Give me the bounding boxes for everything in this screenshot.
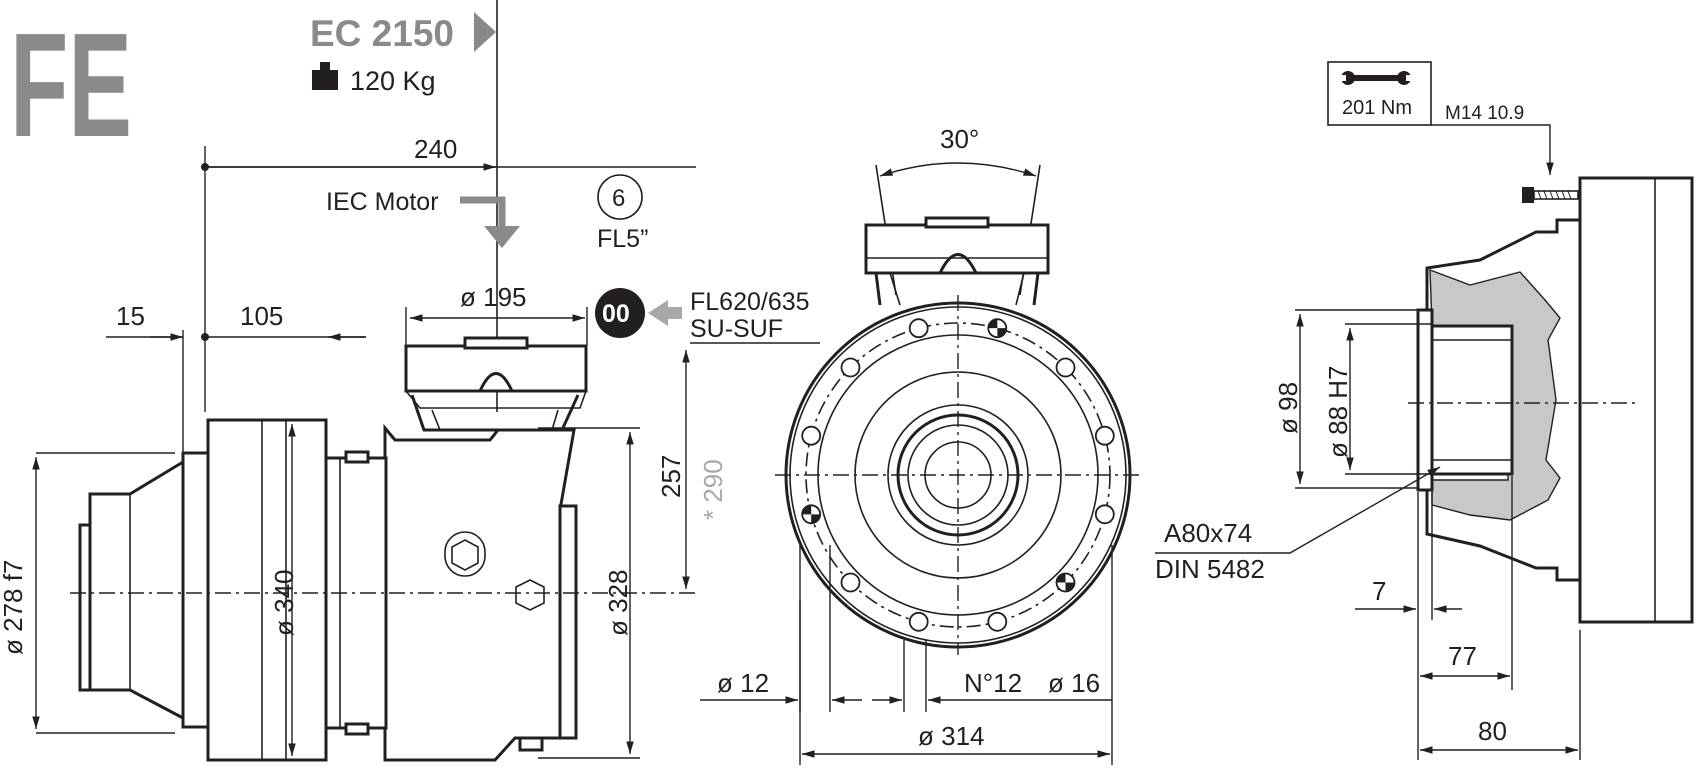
bolt-holes — [801, 318, 1115, 632]
locating-hole-mark — [802, 505, 821, 524]
dim-7: 7 — [1372, 576, 1386, 606]
weight-label: 120 Kg — [350, 66, 436, 96]
bolt-hole — [1094, 504, 1115, 525]
bolt-hole — [908, 611, 929, 632]
side-view: 240 IEC Motor 6 FL5” 15 105 ø 195 00 FL6… — [0, 0, 820, 762]
dim-dia-278: ø 278 f7 — [0, 560, 28, 655]
section-view: 201 Nm M14 10.9 ø 98 ø 88 H7 A80x74 — [1155, 61, 1694, 760]
spline-line1: A80x74 — [1164, 518, 1252, 548]
dim-dia-328: ø 328 — [603, 570, 633, 637]
locating-hole-mark — [1056, 573, 1075, 592]
bolt-spec: M14 10.9 — [1445, 103, 1524, 124]
bolt-hole — [840, 357, 861, 378]
flange-ref-arrow — [648, 300, 682, 326]
bolt-hole — [840, 572, 861, 593]
front-view: 30° ø 12 N°12 ø 16 — [700, 124, 1140, 765]
torque-label: 201 Nm — [1342, 97, 1412, 119]
model-title: EC 2150 — [310, 13, 454, 54]
flange-option-number: 6 — [612, 185, 625, 212]
series-code: FE — [10, 3, 132, 168]
flange-ref-line1: FL620/635 — [690, 288, 810, 316]
dim-80: 80 — [1478, 716, 1507, 746]
spline-line2: DIN 5482 — [1155, 554, 1265, 584]
weight-icon — [312, 62, 338, 90]
flange-badge-circle — [595, 288, 645, 338]
flange-ref-line2: SU-SUF — [690, 315, 783, 343]
hole-count: N°12 — [964, 668, 1022, 698]
model-marker-triangle — [474, 12, 496, 52]
dim-dia-340: ø 340 — [269, 570, 299, 637]
dim-dia-314: ø 314 — [918, 721, 985, 751]
input-label: IEC Motor — [326, 188, 439, 216]
bolt-hole — [987, 611, 1008, 632]
flange-badge: 00 — [602, 300, 630, 328]
dim-15: 15 — [116, 301, 145, 331]
torque-box — [1327, 61, 1432, 126]
bolt-hole — [1055, 357, 1076, 378]
wrench-icon — [1340, 71, 1412, 85]
bolt-hole — [908, 318, 929, 339]
locating-hole-mark — [988, 319, 1007, 338]
dim-290: * 290 — [698, 459, 728, 520]
flange-option-label: FL5” — [597, 225, 648, 253]
dim-240: 240 — [414, 134, 457, 164]
bolt-icon — [1522, 187, 1579, 203]
dim-257: 257 — [656, 455, 686, 498]
bolt-hole — [801, 425, 822, 446]
dim-dia-88: ø 88 H7 — [1323, 366, 1353, 459]
dim-dia-98: ø 98 — [1273, 382, 1303, 434]
angle-30: 30° — [940, 124, 979, 154]
dim-105: 105 — [240, 301, 283, 331]
dim-dia-195: ø 195 — [460, 282, 527, 312]
dim-77: 77 — [1448, 641, 1477, 671]
dim-dia-12: ø 12 — [717, 668, 769, 698]
bolt-hole — [1094, 425, 1115, 446]
input-arrow — [460, 196, 506, 228]
flange-option-circle — [597, 174, 643, 220]
dim-dia-16: ø 16 — [1048, 668, 1100, 698]
